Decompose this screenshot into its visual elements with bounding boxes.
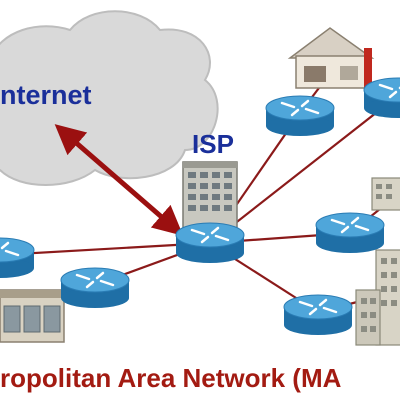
router-bottom-right-icon: [282, 293, 354, 337]
office-tower-icon: [355, 249, 400, 346]
router-lower-left-icon: [59, 266, 131, 310]
router-top-icon: [264, 94, 336, 138]
isp-building-icon: [182, 161, 238, 231]
storefront-icon: [0, 289, 65, 343]
link-center-to-top-right-router: [209, 97, 396, 244]
router-isp-icon: [174, 221, 246, 265]
router-top-right-icon: [362, 76, 400, 120]
link-center-to-left-router: [0, 241, 211, 257]
diagram-caption: ropolitan Area Network (MA: [0, 363, 342, 393]
house-icon: [287, 27, 375, 89]
internet-isp-arrow: [54, 124, 184, 236]
office-building-icon: [371, 177, 400, 211]
isp-label: ISP: [192, 129, 234, 159]
router-left-icon: [0, 236, 36, 280]
router-right-icon: [314, 211, 386, 255]
internet-label: nternet: [0, 80, 92, 110]
